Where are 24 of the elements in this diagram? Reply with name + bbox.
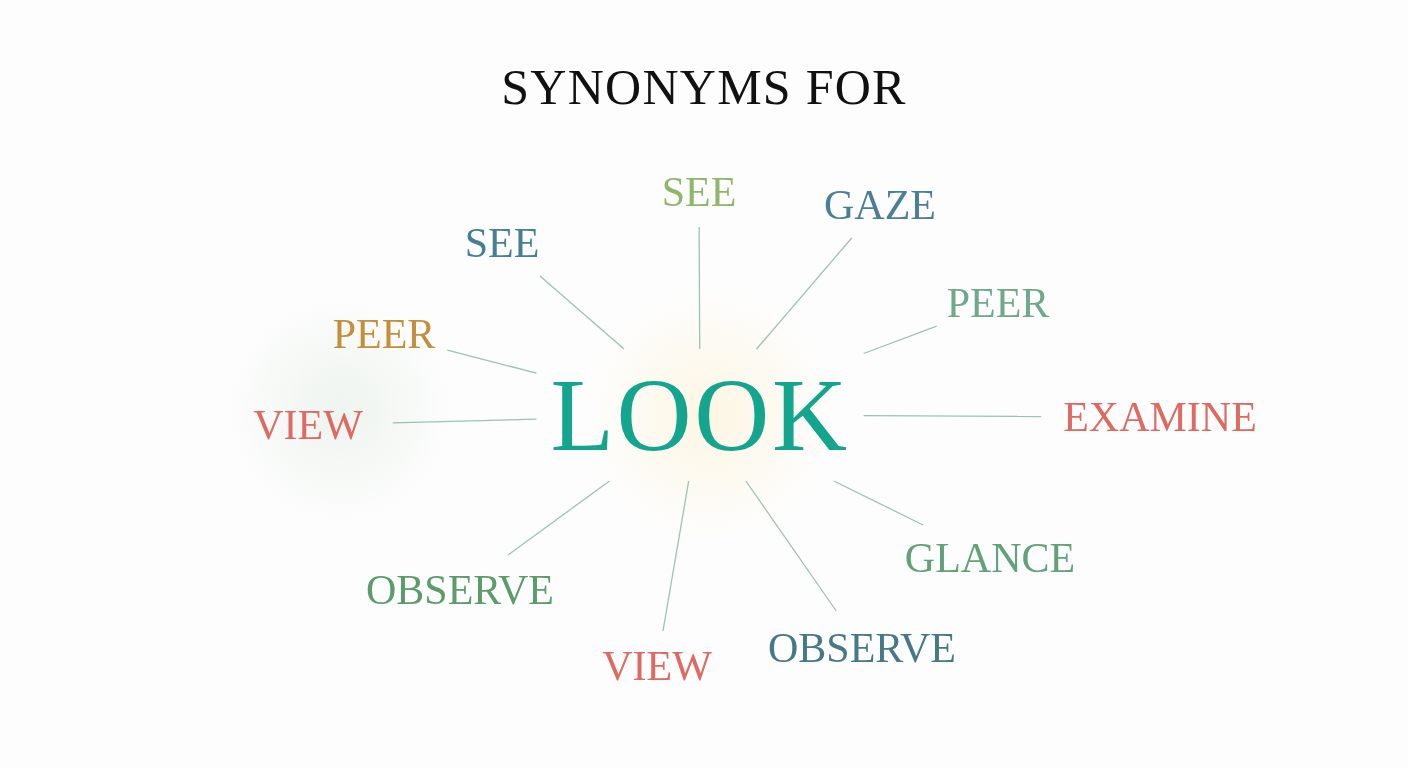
connector-line [863, 325, 938, 355]
central-word: LOOK [550, 363, 850, 467]
connector-line [833, 480, 924, 526]
synonym-word: VIEW [253, 404, 363, 446]
title: SYNONYMS FOR [501, 62, 907, 112]
connector-line [392, 418, 538, 424]
connector-line [755, 237, 853, 350]
synonym-word: OBSERVE [366, 569, 554, 611]
connector-line [662, 480, 690, 632]
connector-line [446, 349, 538, 374]
synonym-word: PEER [946, 282, 1050, 324]
synonym-word: SEE [661, 171, 737, 213]
connector-line [745, 480, 837, 612]
synonym-word: VIEW [602, 645, 712, 687]
synonym-word: PEER [332, 313, 436, 355]
connector-line [698, 226, 701, 350]
connector-line [863, 415, 1042, 418]
synonym-word: GLANCE [904, 537, 1076, 579]
synonym-word: GAZE [824, 184, 936, 226]
synonym-word: SEE [464, 222, 540, 264]
synonym-word: OBSERVE [768, 627, 956, 669]
connector-line [507, 480, 611, 556]
synonym-word: EXAMINE [1063, 396, 1257, 438]
connector-line [539, 275, 625, 350]
